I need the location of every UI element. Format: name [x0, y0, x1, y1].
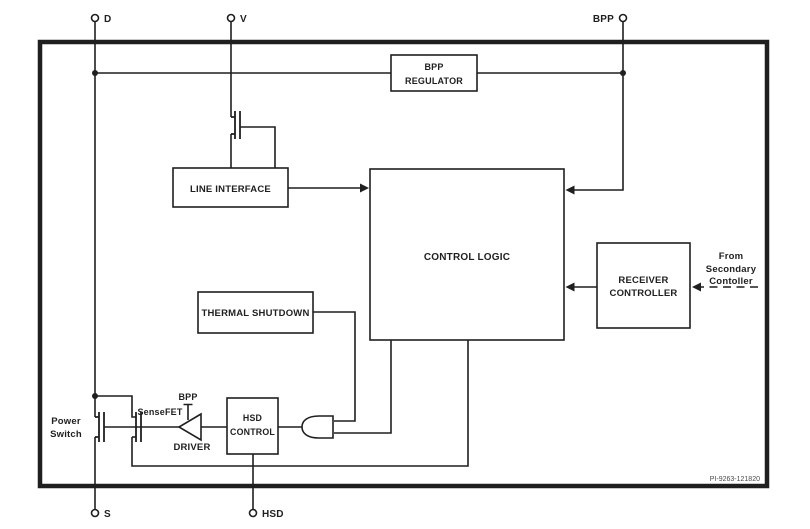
and-gate-symbol: [301, 415, 334, 439]
block-line-interface: LINE INTERFACE: [172, 167, 289, 208]
arrowhead-receiver-into-control-logic: [565, 282, 575, 292]
thermal-shutdown-label: THERMAL SHUTDOWN: [201, 308, 309, 319]
from-secondary-label-line1: From: [719, 251, 744, 262]
wire-driver-bpp-stub: [183, 403, 193, 420]
arrowhead-into-receiver: [692, 282, 701, 292]
pin-label-v: V: [240, 14, 247, 25]
pin-s: S: [90, 508, 111, 520]
block-hsd-control: HSD CONTROL: [226, 397, 279, 455]
pin-circle-bpp: [618, 13, 628, 23]
receiver-controller-box: [596, 242, 691, 329]
bpp-regulator-label-line1: BPP: [424, 62, 443, 72]
sensefet-label: SenseFET: [137, 407, 182, 417]
power-switch-mosfet-symbol: [95, 412, 105, 442]
pin-label-d: D: [104, 14, 111, 25]
wire-control-logic-to-gate: [334, 340, 392, 434]
junction-dot-sensefet-tap: [92, 393, 98, 399]
pin-circle-v: [226, 13, 236, 23]
control-logic-box: [369, 168, 565, 341]
hsd-control-label-line2: CONTROL: [230, 427, 275, 437]
pin-v: V: [226, 13, 247, 25]
arrowhead-into-control-logic-left: [360, 183, 369, 193]
hsd-control-label-line1: HSD: [243, 413, 262, 423]
hsd-control-box: [226, 397, 279, 455]
from-secondary-label-line2: Secondary: [706, 264, 757, 275]
chip-outline: [37, 39, 770, 489]
block-thermal-shutdown: THERMAL SHUTDOWN: [197, 291, 314, 334]
power-switch-label-line1: Power: [51, 416, 81, 427]
wire-bpp-to-control-logic: [572, 21, 624, 191]
driver-label: DRIVER: [173, 442, 210, 453]
from-secondary-label-line3: Contoller: [709, 276, 753, 287]
pin-circle-d: [90, 13, 100, 23]
line-interface-box: [172, 167, 289, 208]
wire-sensefet-drain: [95, 395, 136, 418]
bpp-regulator-box: [390, 54, 478, 92]
pin-hsd: HSD: [248, 508, 284, 520]
junction-dot-d-rail-top: [92, 70, 98, 76]
pin-circle-hsd: [248, 508, 258, 518]
pin-bpp: BPP: [593, 13, 628, 25]
wires: [94, 21, 758, 510]
power-switch-channel: [95, 412, 100, 442]
wire-sense-feedback: [131, 340, 469, 467]
pin-label-hsd: HSD: [262, 509, 284, 520]
bpp-regulator-label-line2: REGULATOR: [405, 76, 463, 86]
startup-fet-symbol: [230, 111, 276, 168]
block-receiver-controller: RECEIVER CONTROLLER: [596, 242, 691, 329]
block-control-logic: CONTROL LOGIC: [369, 168, 565, 341]
pin-circle-s: [90, 508, 100, 518]
receiver-controller-label-line1: RECEIVER: [618, 275, 668, 286]
pin-d: D: [90, 13, 111, 25]
block-bpp-regulator: BPP REGULATOR: [390, 54, 478, 92]
junction-dot-bpp-rail: [620, 70, 626, 76]
driver-bpp-supply-label: BPP: [178, 392, 197, 402]
sensefet-mosfet-symbol: [135, 412, 142, 442]
receiver-controller-label-line2: CONTROLLER: [610, 288, 678, 299]
control-logic-label: CONTROL LOGIC: [424, 252, 510, 263]
arrowhead-bpp-into-control-logic: [565, 185, 575, 195]
wire-thermal-to-gate: [313, 311, 356, 422]
power-switch-label-line2: Switch: [50, 429, 82, 440]
driver-buffer-symbol: [177, 412, 202, 442]
pin-label-s: S: [104, 509, 111, 520]
part-code: PI-9263-121820: [710, 476, 760, 483]
thermal-shutdown-box: [197, 291, 314, 334]
pin-label-bpp: BPP: [593, 14, 614, 25]
line-interface-label: LINE INTERFACE: [190, 184, 271, 195]
startup-fet-gate-lead: [240, 126, 276, 168]
